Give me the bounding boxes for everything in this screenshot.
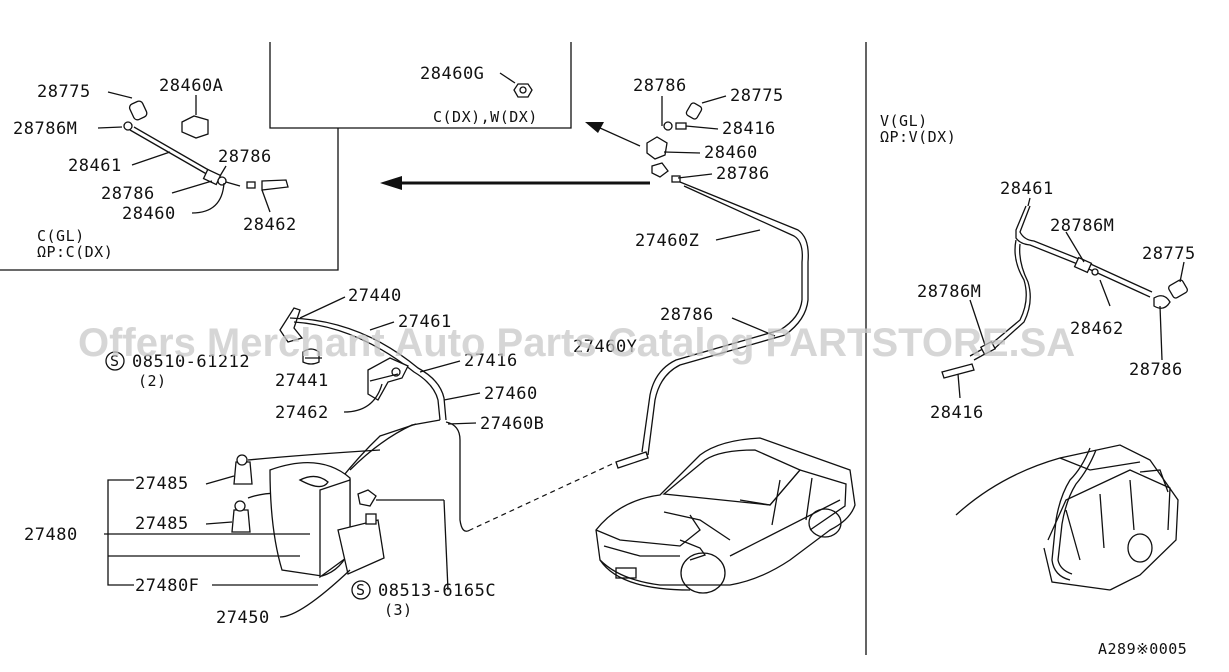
label-28461: 28461	[1000, 179, 1054, 199]
label-28775: 28775	[1142, 244, 1196, 264]
label-28786: 28786	[1129, 360, 1183, 380]
screw-2-part: 08513-6165C	[378, 581, 496, 601]
nozzle-labels: 28786 28775 28416 28460 28786 27460Z 287…	[573, 76, 784, 357]
label-28460g: 28460G	[420, 64, 484, 84]
direction-arrows	[380, 122, 650, 190]
diagram-code: A289※0005	[1098, 640, 1187, 658]
label-28786m: 28786M	[1050, 216, 1114, 236]
right-inset-parts	[941, 205, 1188, 379]
label-27485: 27485	[135, 474, 189, 494]
label-27485: 27485	[135, 514, 189, 534]
label-27461: 27461	[398, 312, 452, 332]
label-28786m: 28786M	[13, 119, 77, 139]
label-28462: 28462	[1070, 319, 1124, 339]
label-27462: 27462	[275, 403, 329, 423]
screw-symbol	[105, 351, 125, 371]
variant-c-dx-w-dx: C(DX),W(DX)	[433, 108, 538, 126]
label-28786: 28786	[716, 164, 770, 184]
nozzle-leaders	[661, 95, 776, 337]
screw-2-symbol: S	[356, 581, 366, 599]
label-28786: 28786	[660, 305, 714, 325]
label-28460a: 28460A	[159, 76, 223, 96]
screw-1-qty: (2)	[138, 372, 167, 390]
label-28460: 28460	[704, 143, 758, 163]
screw-1-part: 08510-61212	[132, 352, 250, 372]
left-inset-labels: 28775 28460A 28786M 28461 28786 28786 28…	[13, 76, 297, 261]
watermark: Offers Merchant Auto Parts Catalog PARTS…	[78, 321, 1075, 365]
label-28461: 28461	[68, 156, 122, 176]
label-27480f: 27480F	[135, 576, 199, 596]
right-inset-labels: V(GL) ΩP:V(DX) 28461 28786M 28775 28786M…	[880, 112, 1196, 423]
label-27416: 27416	[464, 351, 518, 371]
variant-op-v-dx: ΩP:V(DX)	[880, 128, 956, 146]
screw-2-qty: (3)	[384, 601, 413, 619]
label-28786: 28786	[633, 76, 687, 96]
label-28775: 28775	[730, 86, 784, 106]
label-28416: 28416	[930, 403, 984, 423]
top-inset: 28460G C(DX),W(DX)	[420, 64, 538, 126]
screw-callouts: S 08510-61212 (2) S 08513-6165C (3)	[105, 351, 496, 619]
label-28786m: 28786M	[917, 282, 981, 302]
label-27460: 27460	[484, 384, 538, 404]
left-inset-leaders	[97, 91, 271, 214]
label-28775: 28775	[37, 82, 91, 102]
frames	[0, 42, 867, 655]
lower-labels: 27440 27461 27416 27441 27460 27462 2746…	[24, 286, 544, 628]
label-28416: 28416	[722, 119, 776, 139]
washer-tank-assembly	[231, 307, 471, 579]
screw-symbol	[351, 580, 371, 600]
nozzle-cluster	[469, 102, 809, 531]
label-27441: 27441	[275, 371, 329, 391]
label-28786: 28786	[218, 147, 272, 167]
screw-1-symbol: S	[110, 352, 120, 370]
variant-c-gl: C(GL)	[37, 227, 85, 245]
variant-v-gl: V(GL)	[880, 112, 928, 130]
lower-leaders	[104, 296, 481, 618]
label-27480: 27480	[24, 525, 78, 545]
label-28460: 28460	[122, 204, 176, 224]
label-28462: 28462	[243, 215, 297, 235]
car-sketch-sedan	[595, 437, 856, 594]
right-inset-leaders	[957, 197, 1185, 399]
variant-op-c-dx: ΩP:C(DX)	[37, 243, 113, 261]
label-27450: 27450	[216, 608, 270, 628]
label-27460z: 27460Z	[635, 231, 699, 251]
label-27440: 27440	[348, 286, 402, 306]
label-28786: 28786	[101, 184, 155, 204]
label-27460b: 27460B	[480, 414, 544, 434]
label-27460y: 27460Y	[573, 337, 637, 357]
left-inset-parts	[123, 100, 289, 191]
car-sketch-wagon	[955, 444, 1179, 591]
